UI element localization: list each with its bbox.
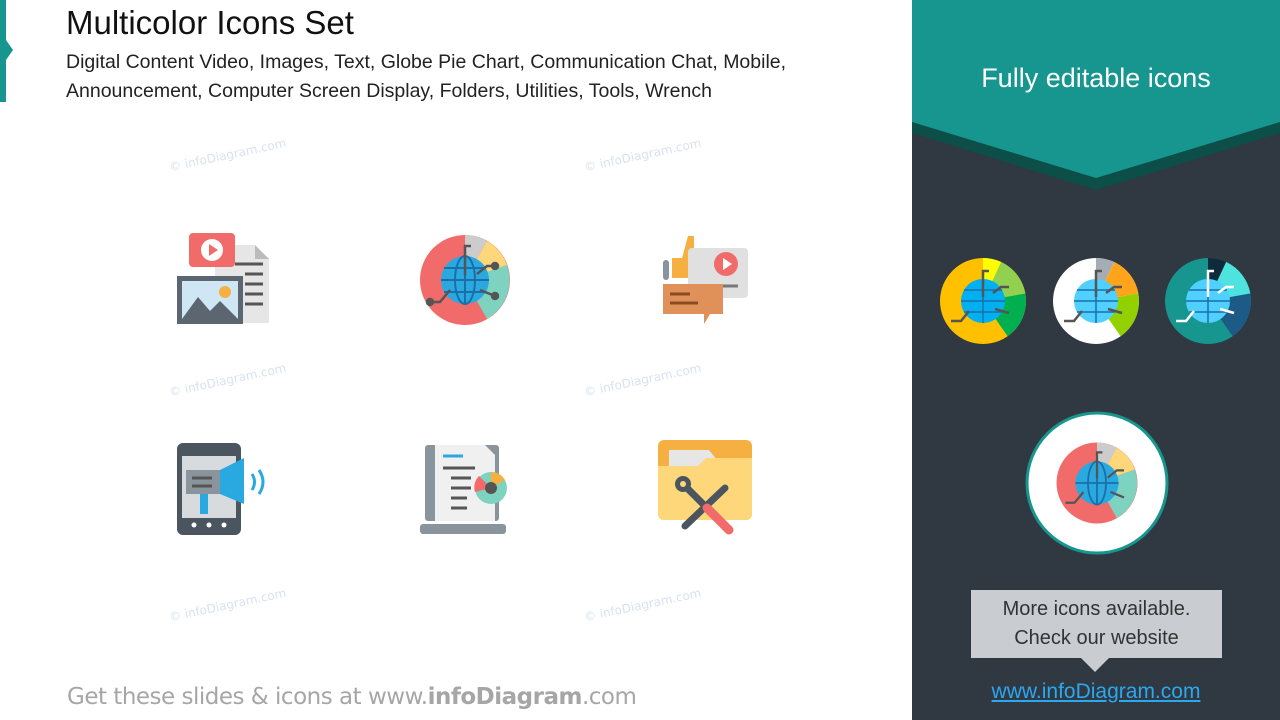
callout-line-1: More icons available. [1002, 598, 1191, 620]
watermark: © infoDiagram.com [582, 585, 703, 625]
sidebar-title: Fully editable icons [981, 63, 1211, 93]
footer-promo: Get these slides & icons at www.infoDiag… [67, 684, 637, 710]
globe-variant-icon [1053, 258, 1139, 344]
footer-suffix: .com [581, 684, 637, 710]
communication-chat-icon [663, 236, 748, 324]
watermark: © infoDiagram.com [167, 135, 288, 175]
footer-brand: infoDiagram [427, 684, 583, 710]
computer-screen-display-icon [420, 445, 507, 534]
page-title: Multicolor Icons Set [66, 4, 354, 41]
globe-variant-icon [940, 258, 1026, 344]
digital-content-video-images-text-icon [177, 233, 269, 324]
footer-prefix: Get these slides & icons at www. [67, 684, 428, 710]
page-subtitle: Digital Content Video, Images, Text, Glo… [66, 51, 787, 102]
globe-pie-chart-icon [420, 235, 510, 325]
mobile-announcement-icon [177, 443, 265, 535]
watermark: © infoDiagram.com [167, 360, 288, 400]
globe-pie-chart-featured-icon [1025, 411, 1169, 555]
sidebar: Fully editable icons More icons availabl… [912, 0, 1280, 720]
folder-tools-wrench-icon [658, 440, 752, 535]
title-accent [0, 0, 13, 102]
globe-variant-icon [1165, 258, 1251, 344]
watermark: © infoDiagram.com [167, 585, 288, 625]
callout-line-2: Check our website [1014, 627, 1179, 649]
globe-variants [940, 258, 1251, 344]
more-icons-callout: More icons available. Check our website [971, 590, 1222, 672]
watermark: © infoDiagram.com [582, 135, 703, 175]
sidebar-banner [912, 0, 1280, 190]
watermark: © infoDiagram.com [582, 360, 703, 400]
website-link[interactable]: www.infoDiagram.com [991, 680, 1201, 703]
